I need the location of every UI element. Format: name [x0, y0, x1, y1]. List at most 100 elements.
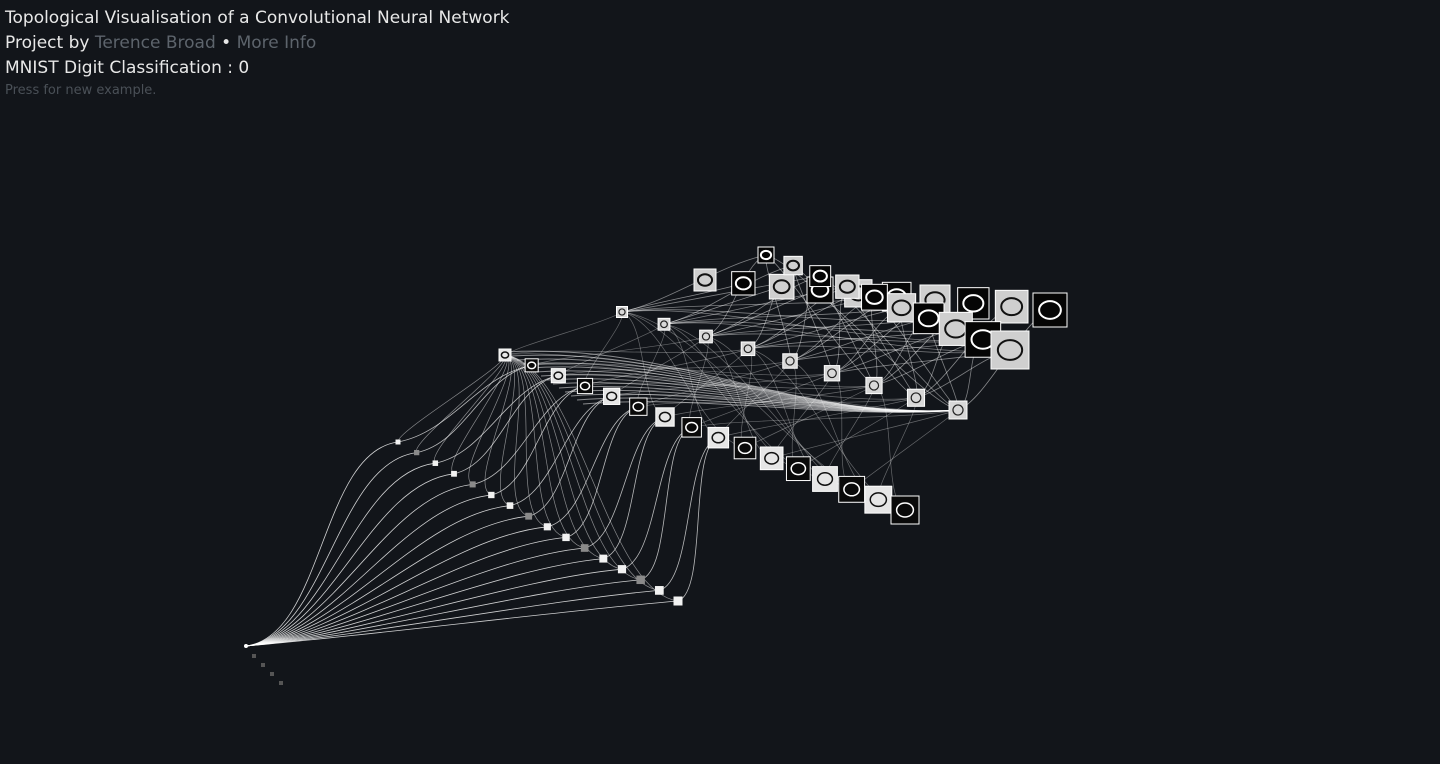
conv2-conv3-connection — [691, 409, 959, 428]
feature-map-tile — [782, 353, 798, 369]
conv1-conv2-connection — [435, 375, 559, 464]
input-conv1-connection — [245, 515, 529, 647]
new-example-hint: Press for new example. — [5, 83, 157, 98]
conv1-feature-node — [636, 575, 645, 585]
conv3-feature-map — [699, 329, 713, 344]
feature-map-tile — [693, 268, 717, 292]
digit-ring-shape — [759, 249, 773, 261]
conv3-feature-map — [616, 306, 628, 318]
fc-feature-map — [731, 271, 756, 296]
conv1-conv2-connection — [565, 406, 639, 538]
fc-feature-map — [1032, 292, 1068, 328]
conv1-conv2-connection — [621, 426, 692, 570]
feature-map-tile — [890, 495, 920, 525]
feature-map-tile — [733, 436, 757, 460]
conv2-feature-map — [576, 377, 594, 395]
digit-ring-shape — [1000, 297, 1024, 317]
conv1-feature-node — [673, 596, 683, 606]
input-conv1-connection — [245, 579, 641, 647]
info-panel: Topological Visualisation of a Convoluti… — [5, 6, 510, 101]
conv1-conv2-connection — [584, 416, 666, 549]
conv1-conv2-connection — [677, 437, 719, 602]
layer-nodes — [244, 246, 1068, 685]
conv1-conv2-connection — [416, 354, 506, 453]
feature-map-tile — [707, 426, 730, 449]
conv2-conv3-connection — [877, 397, 917, 500]
digit-stroke-shape — [790, 461, 807, 476]
conv1-conv2-connection — [504, 354, 567, 538]
feature-map-tile — [616, 306, 628, 318]
digit-stroke-shape — [737, 441, 753, 455]
digit-stroke-shape — [816, 472, 834, 486]
conv1-conv2-connection — [603, 416, 666, 559]
feature-map-tile — [731, 271, 756, 296]
separator: • — [221, 33, 232, 53]
input-pixel-node — [252, 654, 256, 658]
input-conv1-connection — [245, 494, 492, 647]
conv2-feature-map — [838, 475, 866, 503]
feature-map-tile — [740, 341, 756, 357]
digit-stroke-shape — [952, 404, 964, 416]
input-conv1-connection — [245, 526, 548, 647]
conv1-conv2-connection — [547, 406, 639, 528]
input-conv1-connection — [245, 462, 436, 647]
feature-map-tile — [655, 407, 675, 427]
conv2-conv3-connection — [558, 373, 917, 400]
digit-stroke-shape — [632, 401, 645, 412]
feature-map-tile — [785, 456, 811, 482]
feature-map-tile — [838, 475, 866, 503]
digit-stroke-shape — [606, 391, 618, 402]
input-conv1-connection — [245, 473, 455, 647]
feature-map-tile — [757, 246, 775, 264]
output-feature-map — [783, 255, 803, 276]
digit-stroke-shape — [579, 381, 591, 391]
conv1-feature-node — [451, 470, 457, 477]
digit-stroke-shape — [764, 451, 780, 465]
conv3-feature-map — [906, 388, 926, 407]
conv2-feature-map — [812, 466, 838, 492]
author-link[interactable]: Terence Broad — [94, 33, 216, 53]
digit-stroke-shape — [869, 492, 888, 508]
conv2-conv3-connection — [824, 385, 875, 480]
more-info-link[interactable]: More Info — [236, 33, 317, 53]
output-feature-map — [990, 330, 1030, 370]
conv3-feature-map — [740, 341, 756, 357]
input-conv1-connection — [245, 600, 679, 647]
conv1-conv2-connection — [491, 385, 586, 496]
digit-stroke-shape — [500, 351, 510, 359]
conv3-feature-map — [865, 376, 883, 395]
conv3-fc-connection — [621, 282, 744, 313]
conv1-conv2-connection — [659, 437, 719, 591]
feature-map-tile — [948, 400, 968, 420]
digit-stroke-shape — [658, 411, 672, 423]
feature-map-tile — [809, 265, 832, 288]
digit-stroke-shape — [910, 392, 922, 404]
digit-stroke-shape — [895, 502, 915, 518]
conv1-feature-node — [525, 512, 533, 520]
conv2-feature-map — [681, 417, 702, 438]
feature-map-tile — [759, 446, 784, 471]
conv1-conv2-connection — [433, 354, 507, 464]
conv3-feature-map — [782, 353, 798, 369]
input-conv1-connection — [245, 547, 585, 647]
input-node — [244, 644, 248, 648]
fc-feature-map — [957, 287, 990, 320]
conv2-feature-map — [629, 397, 648, 416]
feature-map-tile — [906, 388, 926, 407]
input-conv1-connection — [245, 484, 473, 647]
digit-stroke-shape — [868, 380, 880, 391]
feature-map-tile — [835, 274, 860, 299]
feature-map-tile — [576, 377, 594, 395]
feature-map-tile — [865, 376, 883, 395]
conv1-conv2-connection — [468, 354, 510, 485]
conv2-feature-map — [524, 358, 539, 373]
conv2-conv3-connection — [504, 311, 623, 356]
conv1-feature-node — [395, 439, 401, 445]
conv2-conv3-connection — [851, 409, 959, 490]
digit-stroke-shape — [618, 308, 626, 316]
conv2-feature-map — [707, 426, 730, 449]
feature-map-tile — [812, 466, 838, 492]
conv2-feature-map — [864, 485, 893, 514]
digit-ring-shape — [865, 289, 884, 305]
